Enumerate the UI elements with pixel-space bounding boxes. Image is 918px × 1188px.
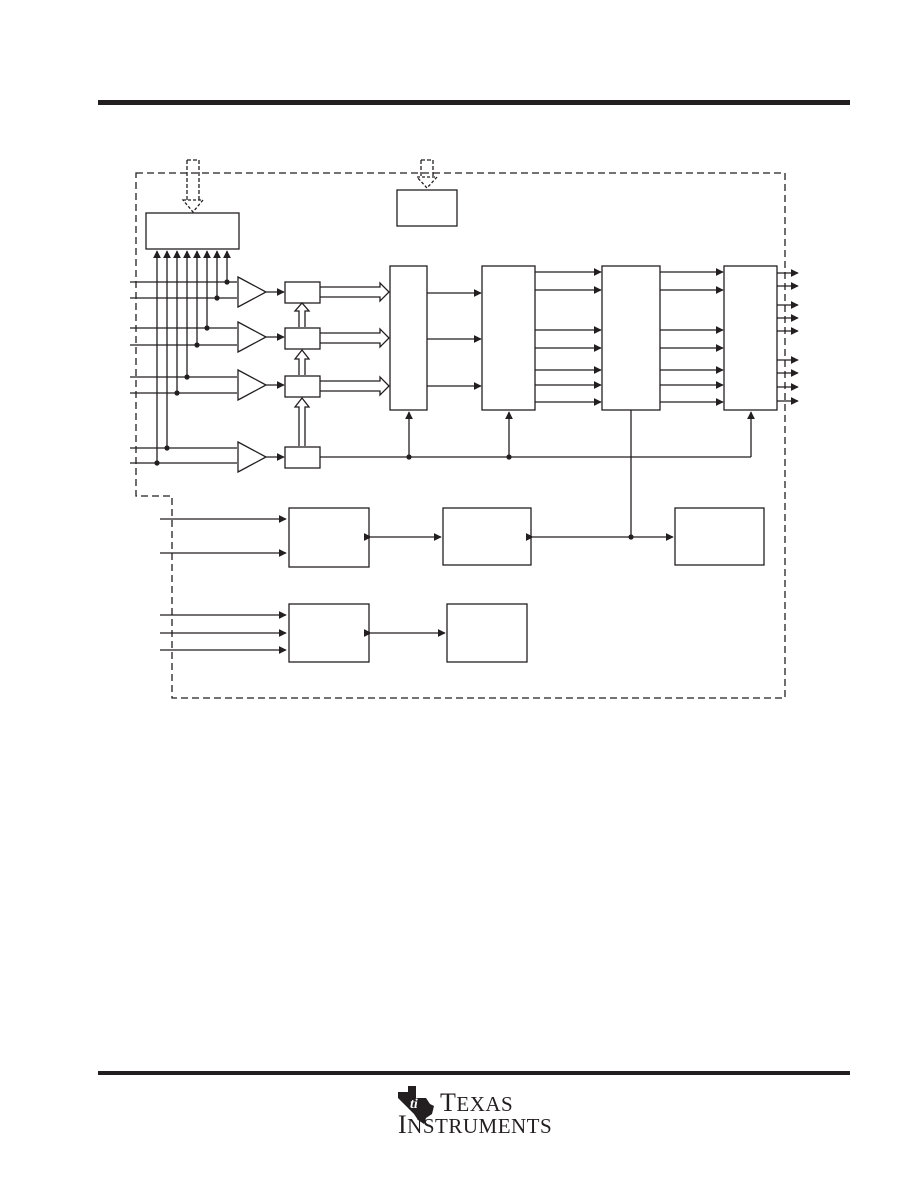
footer-rule bbox=[98, 1071, 850, 1075]
hollow-arrow-up-3 bbox=[293, 396, 311, 446]
comparator-3 bbox=[237, 368, 268, 402]
interface-block-1 bbox=[288, 507, 370, 568]
control-lines bbox=[153, 250, 237, 463]
logic-block-2 bbox=[446, 603, 528, 663]
bus-arrow-3 bbox=[320, 375, 390, 397]
clock-block bbox=[284, 446, 321, 469]
clock-bus bbox=[320, 411, 755, 458]
lower-input-lines bbox=[160, 515, 287, 654]
header-rule bbox=[98, 100, 850, 105]
logic-block-1 bbox=[442, 507, 532, 566]
logo-wordmark-line1: TEXAS bbox=[440, 1088, 514, 1117]
top-bus-arrow-right bbox=[415, 159, 439, 189]
register-block bbox=[481, 265, 536, 411]
decoder-to-driver-lines bbox=[660, 268, 724, 406]
junction-dots bbox=[154, 279, 634, 540]
bus-arrow-1 bbox=[320, 281, 390, 303]
logo-wordmark-line2: INSTRUMENTS bbox=[398, 1110, 553, 1139]
control-register-block bbox=[145, 212, 240, 250]
mux-to-register-lines bbox=[427, 289, 482, 390]
hollow-arrow-up-1 bbox=[293, 302, 311, 327]
counter-block-2 bbox=[284, 327, 321, 350]
decoder-block bbox=[601, 265, 661, 411]
reference-block bbox=[396, 189, 458, 227]
output-lines bbox=[777, 269, 799, 405]
interface-block-2 bbox=[288, 603, 370, 663]
bidirectional-links bbox=[363, 533, 674, 637]
bus-arrow-2 bbox=[320, 327, 390, 349]
register-to-decoder-lines bbox=[535, 268, 602, 406]
output-driver-block bbox=[723, 265, 778, 411]
channel-input-lines bbox=[130, 281, 237, 464]
texas-instruments-logo: ti TEXAS INSTRUMENTS bbox=[396, 1084, 556, 1142]
comparator-4 bbox=[237, 440, 268, 474]
comparator-1 bbox=[237, 275, 268, 309]
top-bus-arrow-left bbox=[181, 159, 205, 214]
multiplexer-block bbox=[389, 265, 428, 411]
svg-text:ti: ti bbox=[410, 1097, 418, 1112]
counter-block-1 bbox=[284, 281, 321, 304]
functional-block-diagram bbox=[130, 159, 799, 699]
status-block bbox=[674, 507, 765, 566]
hollow-arrow-up-2 bbox=[293, 348, 311, 375]
ti-state-logo-icon: ti bbox=[398, 1086, 434, 1124]
comparator-2 bbox=[237, 320, 268, 354]
counter-block-3 bbox=[284, 375, 321, 398]
device-boundary bbox=[135, 172, 786, 699]
